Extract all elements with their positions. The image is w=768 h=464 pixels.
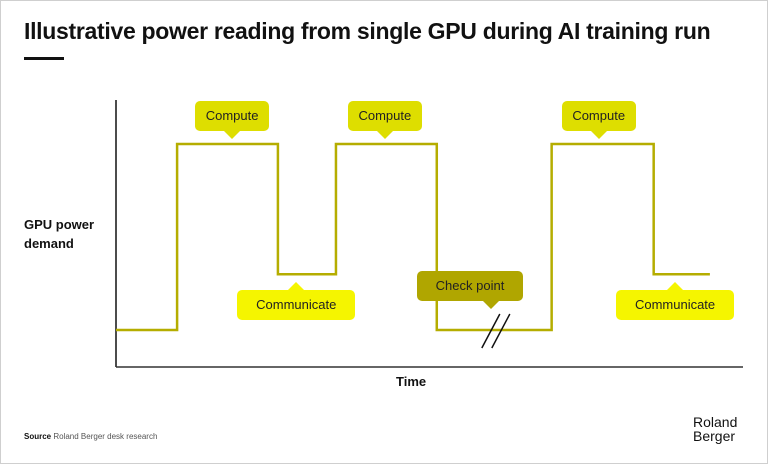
chart-title: Illustrative power reading from single G… <box>24 18 711 44</box>
roland-berger-logo: Roland Berger <box>693 415 737 443</box>
callout-pointer <box>483 301 499 309</box>
y-axis-label-line1: GPU power <box>24 217 95 232</box>
callout-label: Check point <box>435 278 505 293</box>
y-axis-label: GPU power demand <box>24 215 94 253</box>
callout-label: Communicate <box>256 297 337 312</box>
x-axis-label: Time <box>396 374 427 389</box>
title-underline <box>24 57 64 60</box>
callout-pointer <box>667 282 684 290</box>
callout-communicate: Communicate <box>616 282 735 320</box>
y-axis-label-line2: demand <box>24 236 74 251</box>
callout-checkpoint: Check point <box>417 271 523 309</box>
break-slash-2 <box>491 313 511 349</box>
source-label: Source <box>24 432 52 441</box>
callout-label: Compute <box>205 108 259 123</box>
callout-communicate: Communicate <box>237 282 356 320</box>
source-note: Source Roland Berger desk research <box>24 432 157 441</box>
power-signal-line <box>116 142 710 332</box>
axis-break-marker <box>481 313 511 349</box>
break-slash-1 <box>481 313 501 349</box>
logo-line2: Berger <box>693 428 736 444</box>
callout-compute: Compute <box>561 101 636 139</box>
callout-pointer <box>590 131 607 139</box>
callout-compute: Compute <box>195 101 270 139</box>
source-text: Roland Berger desk research <box>51 432 158 441</box>
callout-label: Compute <box>358 108 412 123</box>
callout-pointer <box>288 282 305 290</box>
power-signal <box>116 142 710 332</box>
logo-line1: Roland <box>693 414 738 430</box>
callout-label: Communicate <box>634 297 716 312</box>
callout-compute: Compute <box>347 101 422 139</box>
callout-pointer <box>376 131 393 139</box>
callout-label: Compute <box>572 108 626 123</box>
callout-pointer <box>224 131 241 139</box>
